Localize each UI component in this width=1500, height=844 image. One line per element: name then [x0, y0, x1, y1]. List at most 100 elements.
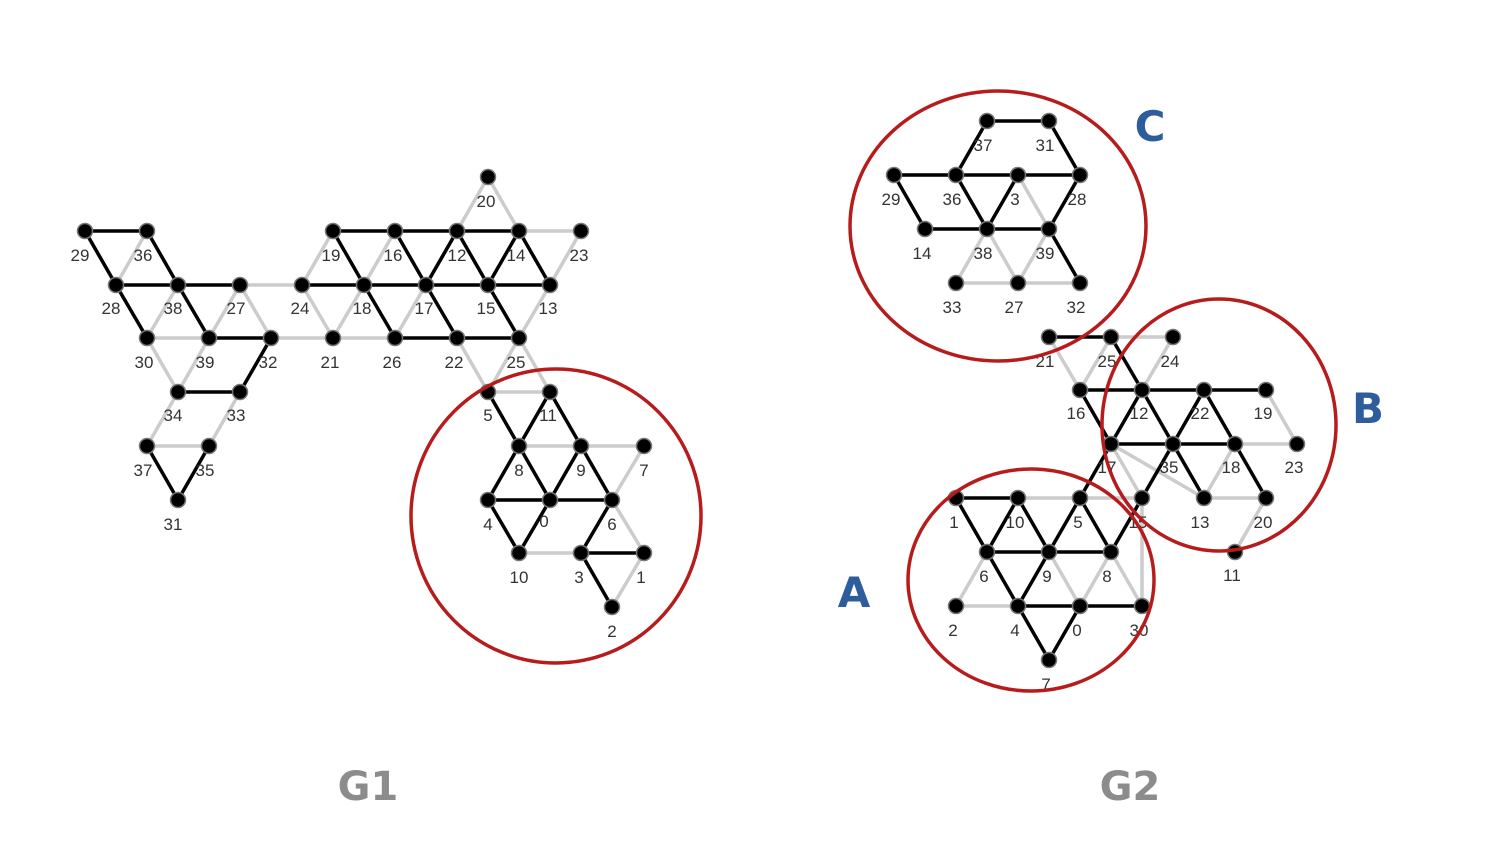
g2-strong-edge-5-8 [1078, 496, 1113, 554]
g1-node-label-17: 17 [415, 299, 434, 318]
g1-strong-edge-19-18 [331, 229, 366, 287]
g1-node-label-32: 32 [259, 353, 278, 372]
g1-weak-edge-24-21 [300, 283, 335, 340]
g1-node-23 [572, 222, 590, 240]
g1-strong-edge-31-35 [176, 444, 211, 502]
g2-strong-edge-10-6 [985, 496, 1020, 554]
g2-node-24 [1164, 328, 1182, 346]
g2-node-label-36: 36 [943, 190, 962, 209]
g1-weak-edge-7-6 [610, 444, 646, 502]
g2-node-28 [1071, 166, 1089, 184]
g1-strong-edge-36-38 [145, 229, 180, 287]
g1-node-14 [510, 222, 528, 240]
g1-strong-edge-9-0 [548, 444, 583, 502]
g2-node-37 [978, 112, 996, 130]
g2-region-a-circle [906, 467, 1156, 693]
g1-strong-edges [83, 229, 646, 609]
g1-highlight-circle [409, 367, 703, 665]
g1-strong-edge-37-31 [145, 444, 180, 502]
g2-strong-edge-0-7 [1047, 604, 1082, 662]
g2-node-35 [1164, 435, 1182, 453]
g1-node-4 [479, 491, 497, 509]
g1-strong-edge-17-22 [424, 283, 459, 340]
g1-weak-edge-33-35 [207, 390, 242, 448]
g1-strong-edge-11-8 [517, 390, 552, 448]
g2-node-label-13: 13 [1191, 513, 1210, 532]
g1-node-17 [417, 276, 435, 294]
g1-node-label-24: 24 [291, 299, 310, 318]
g2-strong-edge-39-32 [1047, 227, 1082, 285]
g1-node-39 [200, 329, 218, 347]
g2-node-9 [1040, 543, 1058, 561]
g1-weak-edge-22-5 [455, 336, 490, 394]
g2-weak-edge-20-11 [1233, 496, 1268, 554]
g1-weak-edge-30-38 [145, 283, 180, 340]
g1-node-16 [386, 222, 404, 240]
g1-strong-edge-11-9 [548, 390, 583, 448]
g1-node-37 [138, 437, 156, 455]
g2-strong-edge-29-14 [892, 173, 927, 231]
g1-weak-edge-39-27 [207, 283, 242, 340]
g1-node-label-12: 12 [448, 246, 467, 265]
g1-strong-edge-14-13 [517, 229, 552, 287]
g2-node-10 [1009, 489, 1027, 507]
g1-node-20 [479, 168, 497, 186]
g1-node-label-9: 9 [576, 461, 585, 480]
g1-node-label-36: 36 [134, 246, 153, 265]
g1-node-label-22: 22 [445, 353, 464, 372]
g1-weak-edge-24-19 [300, 229, 335, 287]
g2-node-label-19: 19 [1254, 404, 1273, 423]
g1-node-22 [448, 329, 466, 347]
g1-weak-edge-25-11 [517, 336, 552, 394]
g1-node-29 [76, 222, 94, 240]
g2-node-label-20: 20 [1254, 513, 1273, 532]
g2-strong-edge-12-17 [1109, 388, 1144, 446]
g2-node-13 [1195, 489, 1213, 507]
g1-node-1 [635, 544, 653, 562]
g2-strong-edge-35-15 [1140, 442, 1175, 500]
g2-weak-edge-38-33 [954, 227, 989, 285]
g1-node-label-39: 39 [196, 353, 215, 372]
g2-node-label-25: 25 [1098, 352, 1117, 371]
g1-strong-edge-9-6 [579, 444, 614, 502]
g2-node-label-37: 37 [974, 136, 993, 155]
g1-strong-edge-16-17 [393, 229, 428, 287]
g2-node-6 [978, 543, 996, 561]
g2-weak-edge-8-30 [1109, 550, 1144, 608]
g2-weak-edge-21-16 [1047, 335, 1082, 392]
g1-node-36 [138, 222, 156, 240]
g1-weak-edge-13-25 [517, 283, 552, 340]
g2-node-32 [1071, 274, 1089, 292]
g1-node-11 [541, 383, 559, 401]
g1-node-label-31: 31 [164, 515, 183, 534]
g1-node-18 [355, 276, 373, 294]
g1-node-label-33: 33 [227, 406, 246, 425]
g1-node-label-20: 20 [477, 192, 496, 211]
g2-strong-edge-22-18 [1202, 388, 1237, 446]
g2-node-14 [916, 220, 934, 238]
g2-strong-edge-1-6 [954, 496, 989, 554]
g2-node-label-24: 24 [1161, 352, 1180, 371]
g1-node-label-8: 8 [514, 461, 523, 480]
g2-weak-edge-3-39 [1016, 173, 1051, 231]
g2-node-0 [1071, 597, 1089, 615]
g1-strong-edge-4-10 [486, 498, 521, 555]
g2-node-39 [1040, 220, 1058, 238]
g1-weak-edge-36-28 [114, 229, 149, 287]
g1-node-label-6: 6 [607, 515, 616, 534]
g1-weak-edge-21-18 [331, 283, 366, 340]
g2-node-22 [1195, 381, 1213, 399]
g1-node-8 [510, 437, 528, 455]
g2-node-label-14: 14 [913, 244, 932, 263]
g2-weak-edge-17-15 [1109, 442, 1144, 500]
g1-node-15 [479, 276, 497, 294]
g2-region-b-circle [1100, 297, 1338, 553]
g1-strong-edge-6-3 [579, 498, 614, 555]
g1-node-34 [169, 383, 187, 401]
g1-node-label-26: 26 [383, 353, 402, 372]
g2-strong-edge-37-36 [954, 119, 989, 177]
g1-weak-edge-27-32 [238, 283, 273, 340]
g1-weak-edge-20-12 [455, 175, 490, 233]
g2-node-label-0: 0 [1072, 621, 1081, 640]
